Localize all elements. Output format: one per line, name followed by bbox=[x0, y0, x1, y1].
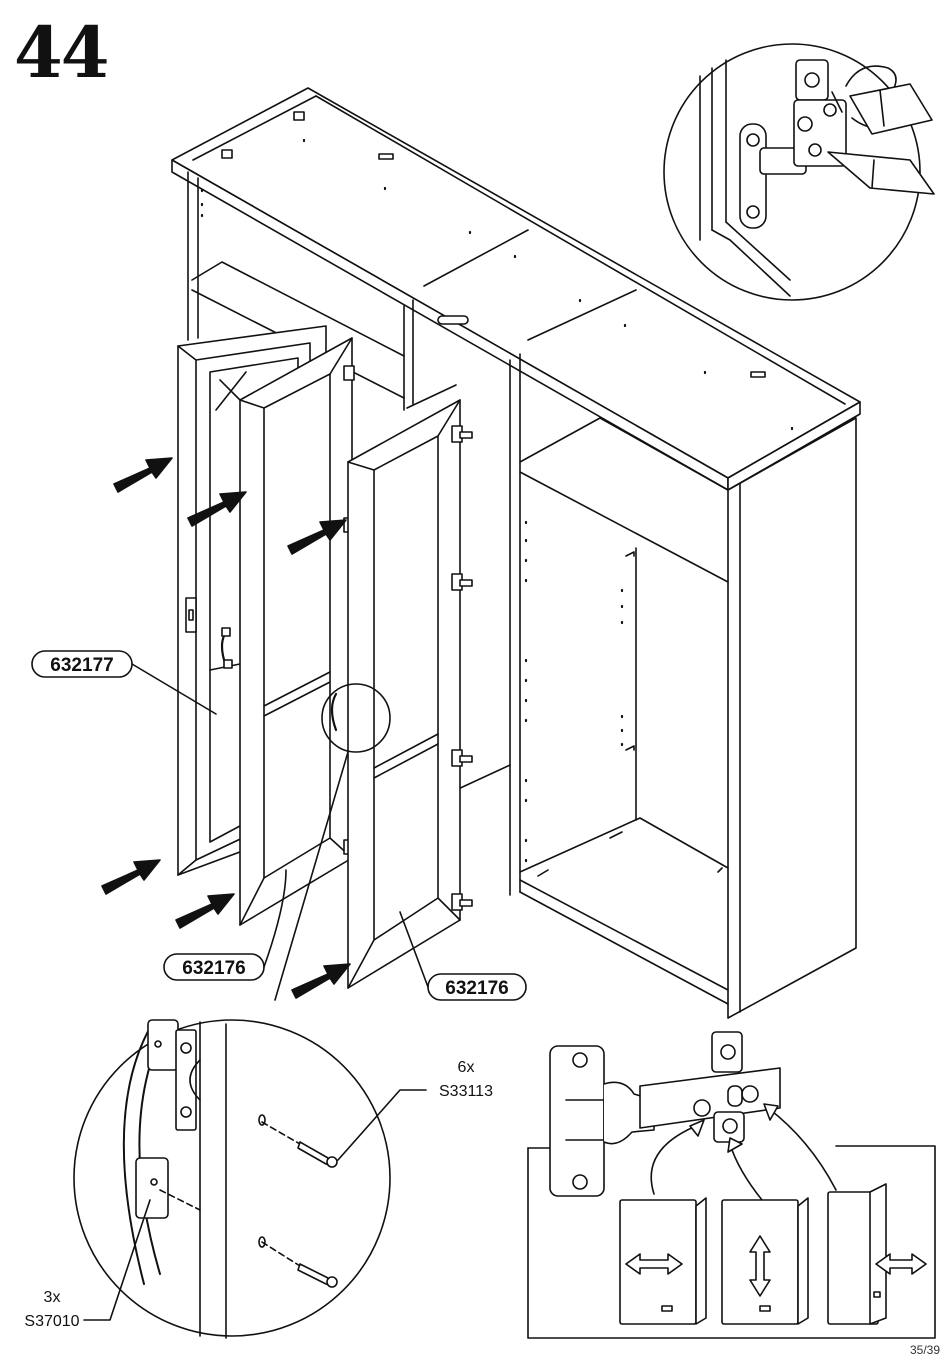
screw-code-label: S33113 bbox=[439, 1083, 493, 1100]
part-code-label: 632177 bbox=[50, 655, 113, 676]
hinge-adjust-detail bbox=[664, 44, 934, 300]
door-632176-right bbox=[332, 400, 472, 988]
handle-code-label: S37010 bbox=[24, 1313, 79, 1330]
part-code-label: 632176 bbox=[445, 978, 508, 999]
page-number: 35/39 bbox=[910, 1343, 940, 1357]
part-code-label: 632176 bbox=[182, 958, 245, 979]
handle-quantity-label: 3x bbox=[44, 1289, 61, 1306]
handle-screw-detail bbox=[74, 1020, 390, 1338]
screw-quantity-label: 6x bbox=[458, 1059, 475, 1076]
hinge-adjustment-guide bbox=[528, 1032, 935, 1338]
door-632176-left bbox=[222, 338, 354, 925]
